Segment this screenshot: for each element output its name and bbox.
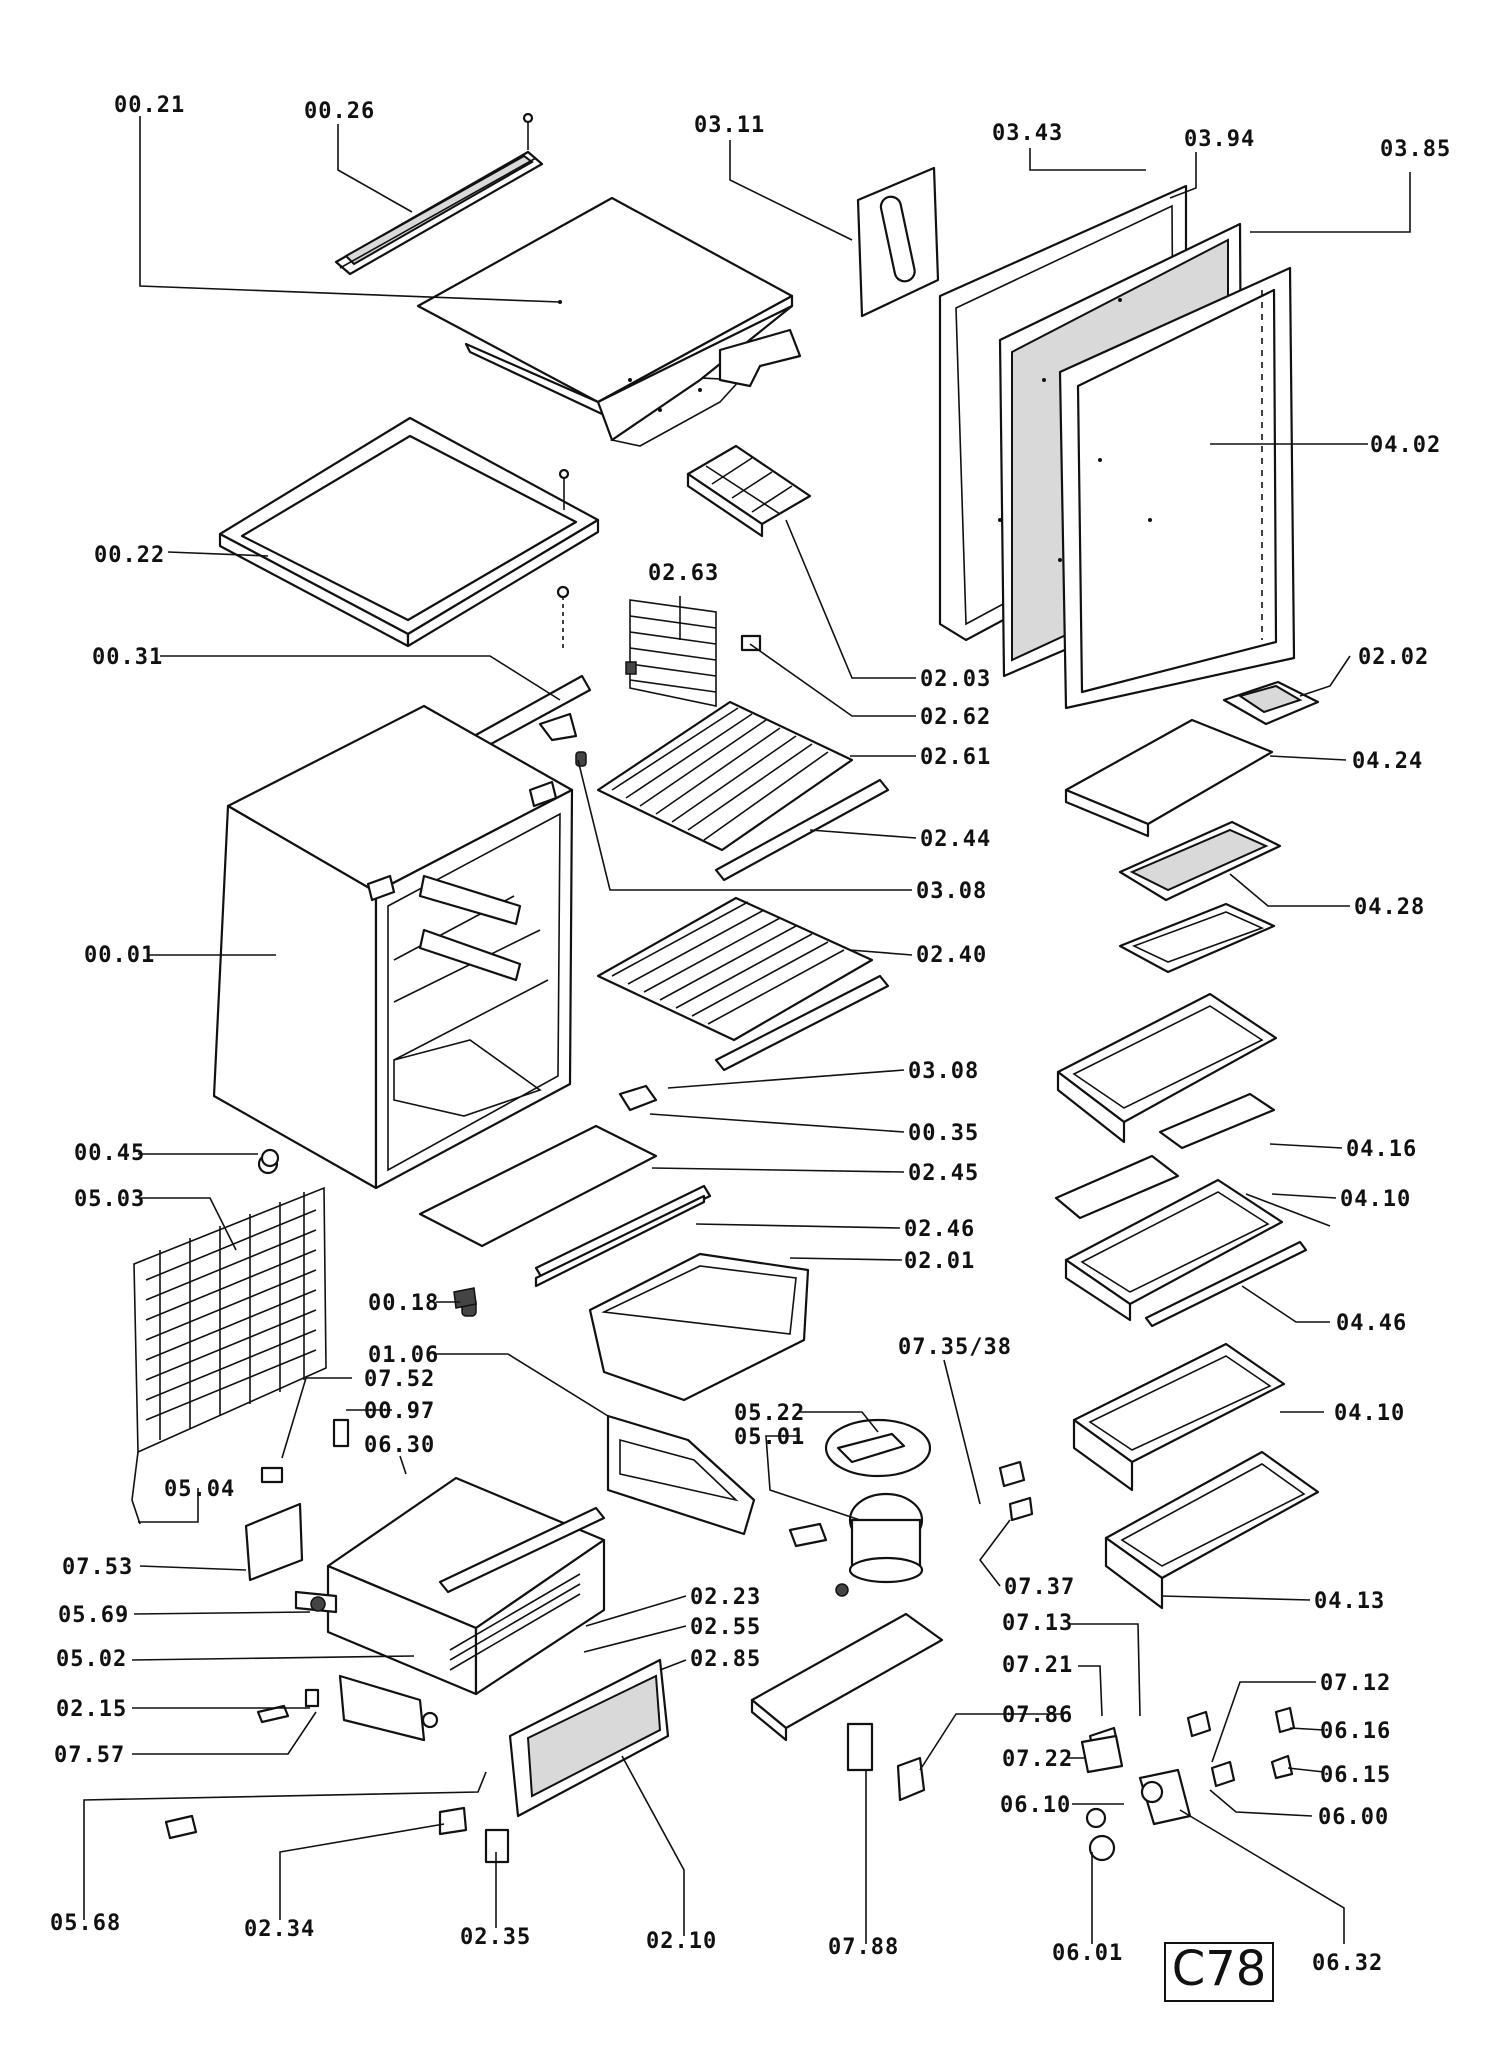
label-03-85: 03.85	[1380, 137, 1451, 162]
label-05-01: 05.01	[734, 1425, 805, 1450]
label-02-63: 02.63	[648, 561, 719, 586]
leader-lines	[83, 116, 1411, 1944]
label-00-26: 00.26	[304, 99, 375, 124]
part-door-shelves	[1054, 718, 1320, 1610]
label-06-10: 06.10	[1000, 1793, 1071, 1818]
label-07-35-38: 07.35/38	[898, 1335, 1012, 1360]
label-00-31: 00.31	[92, 645, 163, 670]
parts-layer	[131, 112, 1320, 1864]
label-00-01: 00.01	[84, 943, 155, 968]
label-00-35: 00.35	[908, 1121, 979, 1146]
part-hinge-plate	[856, 166, 940, 318]
label-02-61: 02.61	[920, 745, 991, 770]
label-04-16: 04.16	[1346, 1137, 1417, 1162]
label-07-86: 07.86	[1002, 1703, 1073, 1728]
label-00-18: 00.18	[368, 1291, 439, 1316]
label-02-62: 02.62	[920, 705, 991, 730]
diagram-code-box: C78	[1164, 1942, 1274, 2002]
label-02-03: 02.03	[920, 667, 991, 692]
label-04-13: 04.13	[1314, 1589, 1385, 1614]
label-02-34: 02.34	[244, 1917, 315, 1942]
label-00-21: 00.21	[114, 93, 185, 118]
part-freezer-door	[508, 1658, 670, 1818]
part-shelf-upper	[596, 700, 890, 882]
label-00-45: 00.45	[74, 1141, 145, 1166]
label-07-37: 07.37	[1004, 1575, 1075, 1600]
part-ice-tray	[686, 444, 812, 538]
label-01-06: 01.06	[368, 1343, 439, 1368]
label-04-28: 04.28	[1354, 895, 1425, 920]
label-05-04: 05.04	[164, 1477, 235, 1502]
part-crisper-drawer	[588, 1252, 810, 1402]
label-02-85: 02.85	[690, 1647, 761, 1672]
label-07-12: 07.12	[1320, 1671, 1391, 1696]
part-cabinet-body	[212, 704, 574, 1190]
part-compressor-assembly	[606, 1414, 932, 1597]
label-06-32: 06.32	[1312, 1951, 1383, 1976]
label-00-97: 00.97	[364, 1399, 435, 1424]
label-02-40: 02.40	[916, 943, 987, 968]
label-03-08-a: 03.08	[916, 879, 987, 904]
part-condenser	[131, 1153, 327, 1525]
label-04-10-b: 04.10	[1334, 1401, 1405, 1426]
label-06-30: 06.30	[364, 1433, 435, 1458]
part-evaporator-grid	[625, 599, 762, 707]
part-evaporator-box	[294, 1476, 606, 1742]
label-03-08-b: 03.08	[908, 1059, 979, 1084]
label-07-13: 07.13	[1002, 1611, 1073, 1636]
part-drip-tray	[1222, 680, 1320, 726]
label-04-02: 04.02	[1370, 433, 1441, 458]
label-02-45: 02.45	[908, 1161, 979, 1186]
label-04-24: 04.24	[1352, 749, 1423, 774]
label-07-57: 07.57	[54, 1743, 125, 1768]
part-crisper-cover	[418, 1124, 712, 1288]
part-labels: 00.21 00.26 03.11 03.43 03.94 03.85 04.0…	[50, 93, 1451, 1976]
label-07-21: 07.21	[1002, 1653, 1073, 1678]
label-04-10-a: 04.10	[1340, 1187, 1411, 1212]
label-02-23: 02.23	[690, 1585, 761, 1610]
label-02-15: 02.15	[56, 1697, 127, 1722]
label-07-52: 07.52	[364, 1367, 435, 1392]
label-02-02: 02.02	[1358, 645, 1429, 670]
label-06-16: 06.16	[1320, 1719, 1391, 1744]
part-bottom-panel	[750, 1612, 944, 1742]
label-04-46: 04.46	[1336, 1311, 1407, 1336]
label-03-11: 03.11	[694, 113, 765, 138]
label-05-03: 05.03	[74, 1187, 145, 1212]
label-03-94: 03.94	[1184, 127, 1255, 152]
label-02-35: 02.35	[460, 1925, 531, 1950]
label-05-22: 05.22	[734, 1401, 805, 1426]
part-top-cover	[416, 196, 802, 447]
label-07-22: 07.22	[1002, 1747, 1073, 1772]
label-02-55: 02.55	[690, 1615, 761, 1640]
label-02-10: 02.10	[646, 1929, 717, 1954]
label-05-69: 05.69	[58, 1603, 129, 1628]
label-05-02: 05.02	[56, 1647, 127, 1672]
label-02-01: 02.01	[904, 1249, 975, 1274]
label-05-68: 05.68	[50, 1911, 121, 1936]
part-small-components	[164, 1148, 1296, 1864]
label-06-15: 06.15	[1320, 1763, 1391, 1788]
label-03-43: 03.43	[992, 121, 1063, 146]
part-top-frame	[218, 416, 600, 648]
label-00-22: 00.22	[94, 543, 165, 568]
label-02-44: 02.44	[920, 827, 991, 852]
label-06-00: 06.00	[1318, 1805, 1389, 1830]
part-shelf-lower	[596, 896, 890, 1112]
part-vent-grille	[334, 112, 544, 276]
label-06-01: 06.01	[1052, 1941, 1123, 1966]
part-door-assembly	[938, 184, 1296, 710]
label-07-88: 07.88	[828, 1935, 899, 1960]
label-07-53: 07.53	[62, 1555, 133, 1580]
label-02-46: 02.46	[904, 1217, 975, 1242]
